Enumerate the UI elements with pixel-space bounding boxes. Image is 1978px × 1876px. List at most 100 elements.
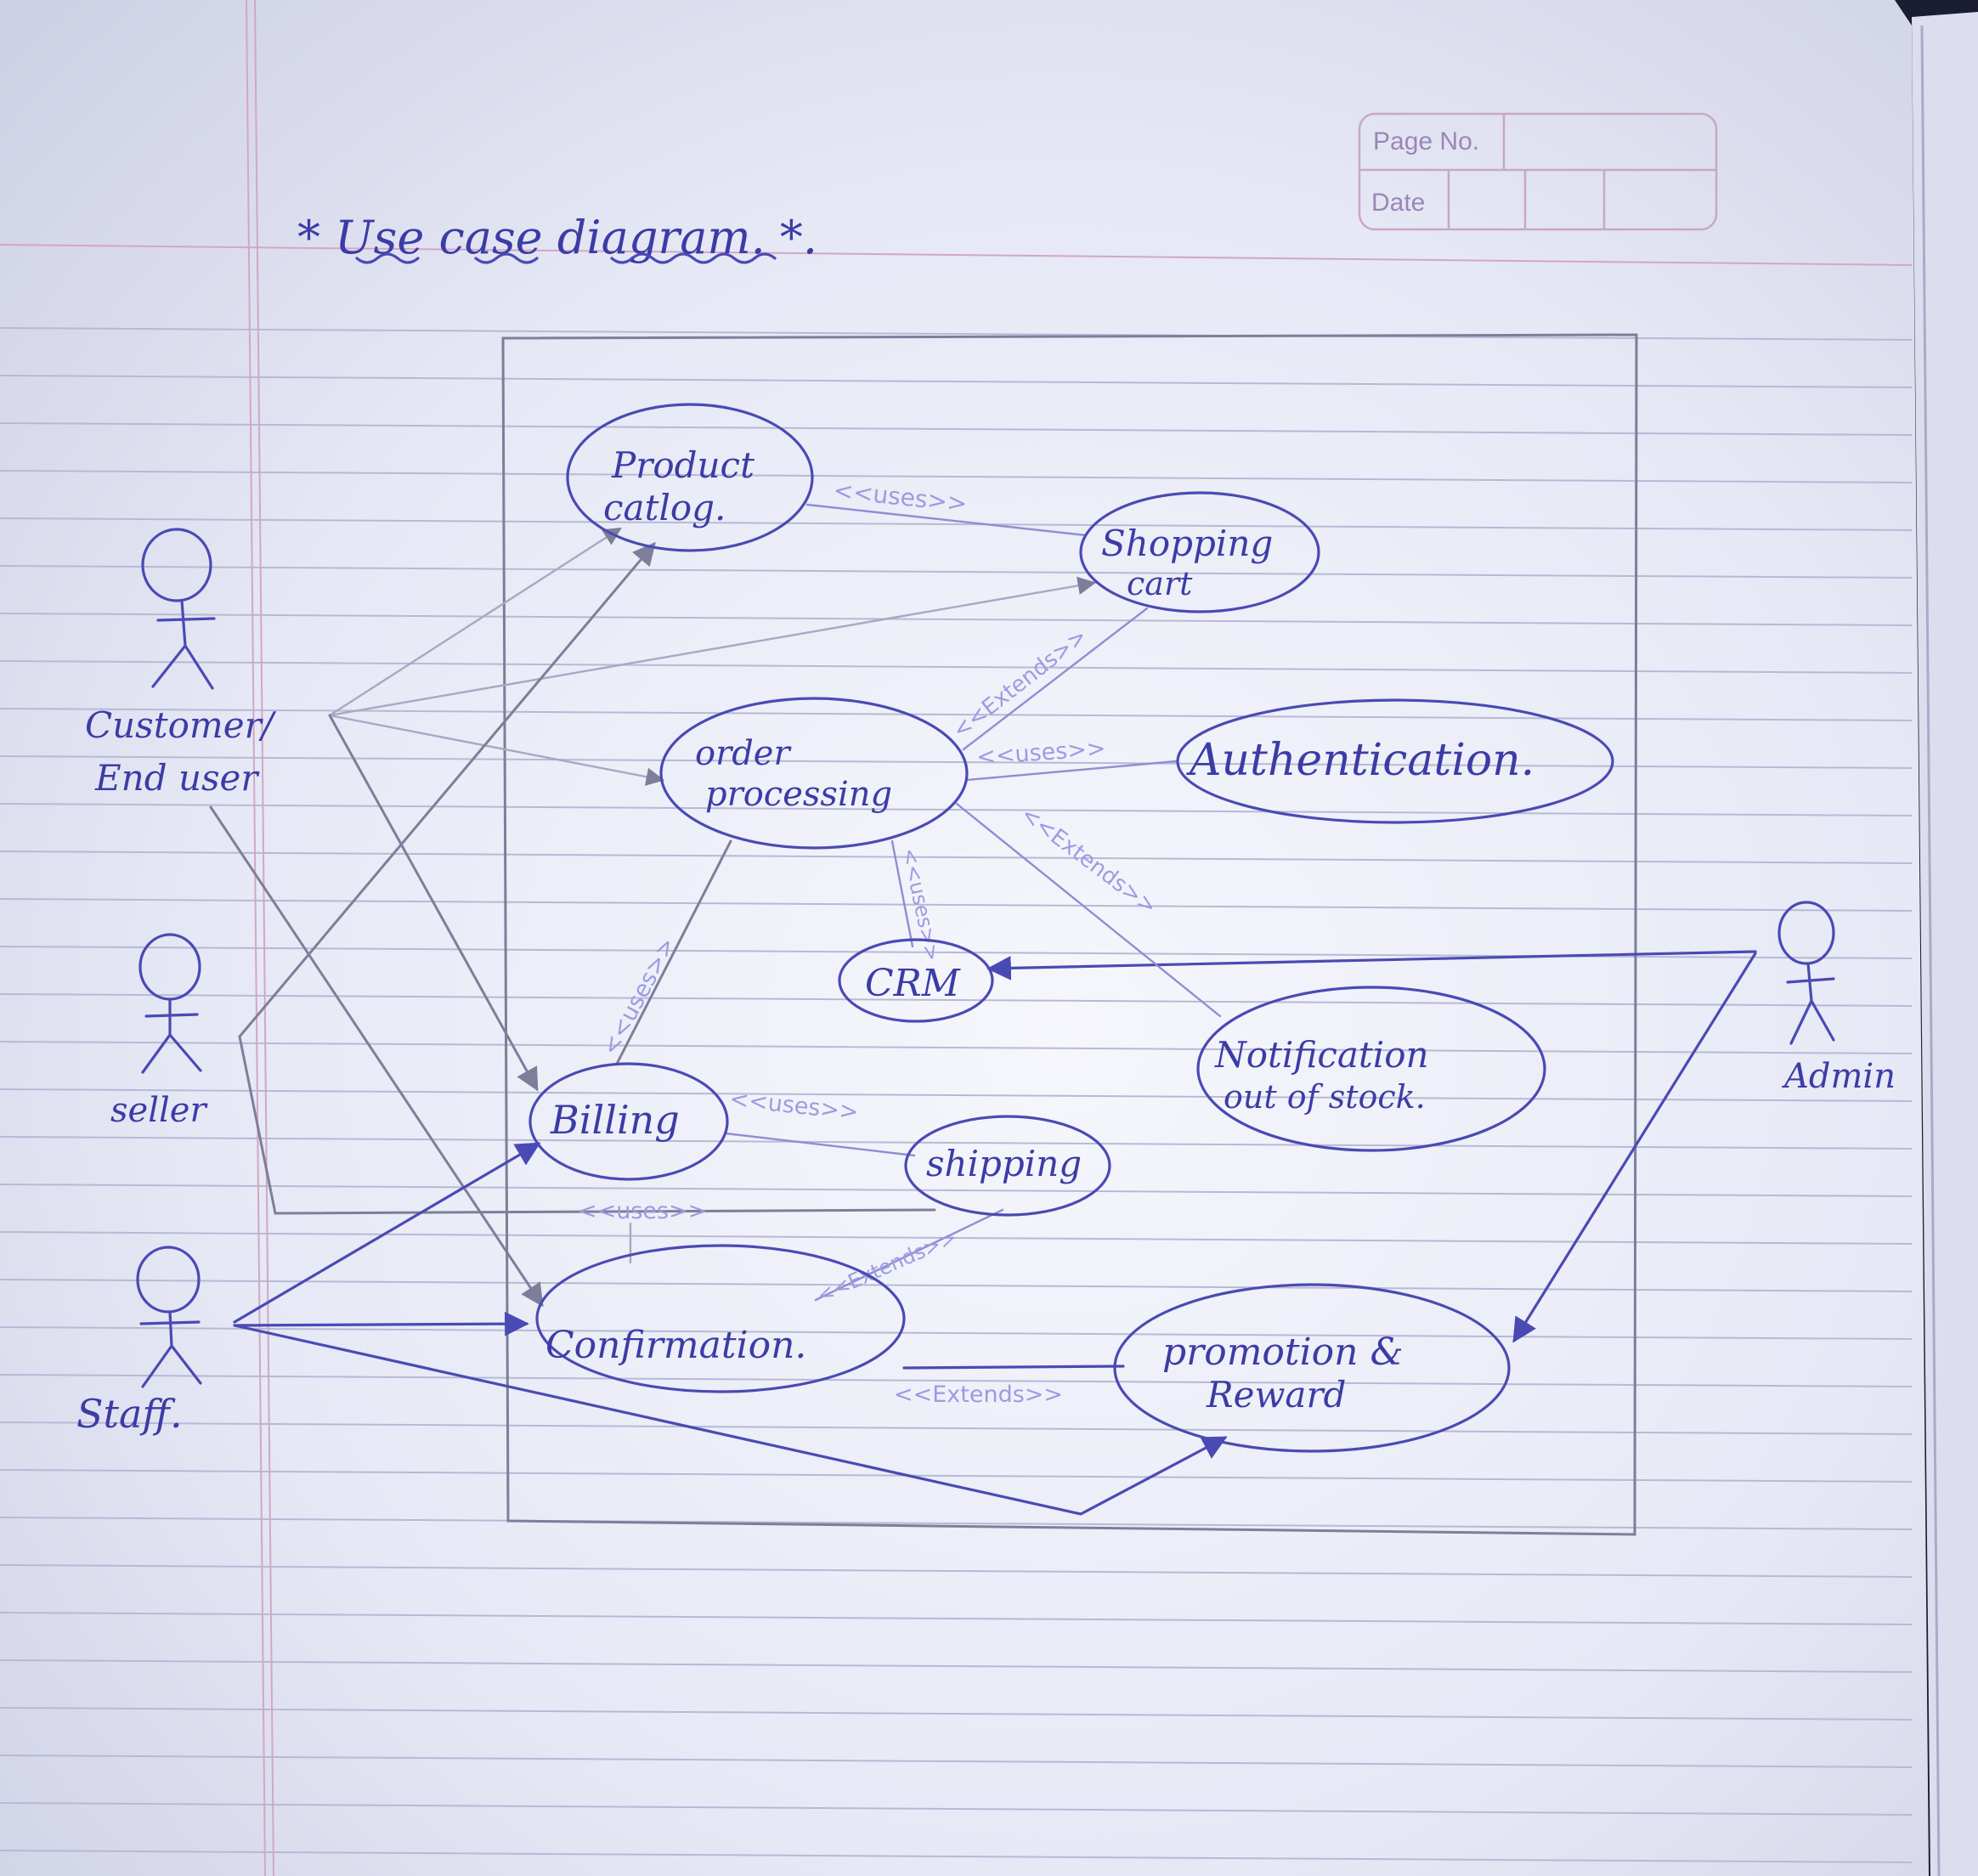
ruled-line <box>0 470 1913 483</box>
usecase-shipping: shipping <box>904 1115 1111 1217</box>
page-no-label: Page No. <box>1373 127 1479 155</box>
rel-confirmation-shipping <box>814 1208 1004 1302</box>
assoc-customer-billing <box>328 714 539 1092</box>
actor-staff-label: Staff. <box>76 1391 183 1437</box>
usecase-confirmation: Confirmation. <box>535 1244 906 1393</box>
assoc-customer-confirmation <box>209 805 544 1308</box>
paper-sheet <box>0 0 1929 1876</box>
ruled-line <box>0 327 1913 341</box>
ruled-line <box>0 755 1913 769</box>
ruled-line <box>0 660 1913 674</box>
rel-seller-shipping-label: <<uses>> <box>578 1198 707 1224</box>
ruled-line <box>0 898 1913 912</box>
assoc-staff-promotion <box>233 1324 1228 1516</box>
rel-confirmation-promotion-label: <<Extends>> <box>894 1382 1063 1408</box>
usecase-authentication-label: Authentication. <box>1186 735 1534 786</box>
date-label: Date <box>1371 189 1425 217</box>
ruled-line <box>0 1184 1913 1197</box>
rel-order-auth <box>965 760 1178 782</box>
usecase-order-processing-line2: processing <box>705 775 892 814</box>
actor-seller: seller <box>110 933 208 1130</box>
ruled-line <box>0 1374 1913 1387</box>
rel-order-crm <box>890 839 914 948</box>
usecase-product-catalog-line1: Product <box>611 444 754 486</box>
actor-customer-line2: End user <box>94 757 260 799</box>
usecase-notification-line2: out of stock. <box>1224 1078 1426 1116</box>
stick-figure-icon <box>141 528 216 690</box>
usecase-product-catalog-line2: catlog. <box>603 487 726 528</box>
usecase-promotion-line1: promotion & <box>1162 1331 1404 1374</box>
ruled-line <box>0 375 1913 388</box>
usecase-shopping-cart: Shopping cart <box>1079 491 1320 613</box>
rel-billing-shipping <box>724 1132 916 1157</box>
ruled-line <box>0 1612 1913 1625</box>
assoc-staff-billing <box>233 1142 541 1324</box>
ruled-line <box>0 708 1913 721</box>
rel-order-notification <box>955 802 1222 1018</box>
usecase-notification-line1: Notification <box>1214 1034 1429 1076</box>
usecase-crm: CRM <box>838 938 994 1023</box>
ruled-line <box>0 1136 1913 1150</box>
assoc-customer-order <box>328 714 665 786</box>
system-boundary <box>501 333 1638 1536</box>
usecase-promotion: promotion & Reward <box>1113 1283 1511 1453</box>
usecase-confirmation-label: Confirmation. <box>545 1324 806 1367</box>
actor-customer: Customer/ End user <box>85 528 277 799</box>
usecase-promotion-line2: Reward <box>1206 1374 1346 1415</box>
rel-order-cart <box>962 607 1149 751</box>
usecase-shipping-label: shipping <box>926 1143 1082 1184</box>
diagram-title: * Use case diagram. *. <box>297 211 817 264</box>
ruled-line <box>0 565 1913 579</box>
ruled-line <box>0 1041 1913 1054</box>
assoc-seller-catalog <box>238 541 656 1038</box>
rel-catalog-cart <box>805 503 1088 537</box>
ruled-line <box>0 1326 1913 1340</box>
assoc-seller-shipping <box>238 1035 936 1215</box>
ruled-line <box>0 1279 1913 1292</box>
actor-admin-label: Admin <box>1781 1057 1896 1096</box>
ruled-line <box>0 803 1913 817</box>
assoc-admin-crm <box>986 950 1757 980</box>
ruled-line <box>0 1707 1913 1721</box>
stick-figure-icon <box>138 933 202 1074</box>
actor-staff: Staff. <box>76 1246 202 1437</box>
ruled-line <box>0 1517 1913 1530</box>
usecase-product-catalog: Product catlog. <box>566 403 814 552</box>
usecase-shopping-cart-line1: Shopping <box>1101 523 1273 564</box>
assoc-customer-cart <box>328 576 1097 717</box>
ruled-line <box>0 422 1913 436</box>
stick-figure-icon <box>136 1246 202 1388</box>
actor-seller-label: seller <box>110 1091 208 1130</box>
assoc-staff-confirmation <box>233 1311 529 1336</box>
usecase-order-processing: order processing <box>659 697 969 850</box>
actor-customer-line1: Customer/ <box>85 704 277 746</box>
ruled-line <box>0 1659 1913 1673</box>
usecase-billing-label: Billing <box>550 1097 680 1143</box>
usecase-notification: Notification out of stock. <box>1196 986 1546 1152</box>
usecase-order-processing-line1: order <box>695 734 792 773</box>
usecase-billing: Billing <box>528 1062 729 1181</box>
ruled-line <box>0 1469 1913 1483</box>
next-page-edge <box>1912 12 1978 1876</box>
ruled-line <box>0 1564 1913 1578</box>
ruled-line <box>0 1802 1913 1816</box>
ruled-line <box>0 993 1913 1007</box>
ruled-line <box>0 517 1913 531</box>
margin-line <box>246 0 266 1876</box>
ruled-lines <box>0 327 1913 1863</box>
assoc-admin-promotion <box>1512 952 1757 1343</box>
header-line <box>0 244 1913 266</box>
ruled-line <box>0 1850 1913 1863</box>
assoc-customer-catalog <box>328 527 622 717</box>
rel-confirmation-promotion <box>902 1365 1125 1370</box>
ruled-line <box>0 850 1913 864</box>
ruled-line <box>0 1755 1913 1768</box>
usecase-crm-label: CRM <box>865 962 961 1005</box>
ruled-line <box>0 1231 1913 1245</box>
ruled-line <box>0 613 1913 626</box>
rel-billing-order <box>615 839 732 1065</box>
usecase-authentication: Authentication. <box>1176 698 1614 824</box>
stick-figure-icon <box>1777 901 1835 1045</box>
usecase-shopping-cart-line2: cart <box>1127 565 1193 602</box>
